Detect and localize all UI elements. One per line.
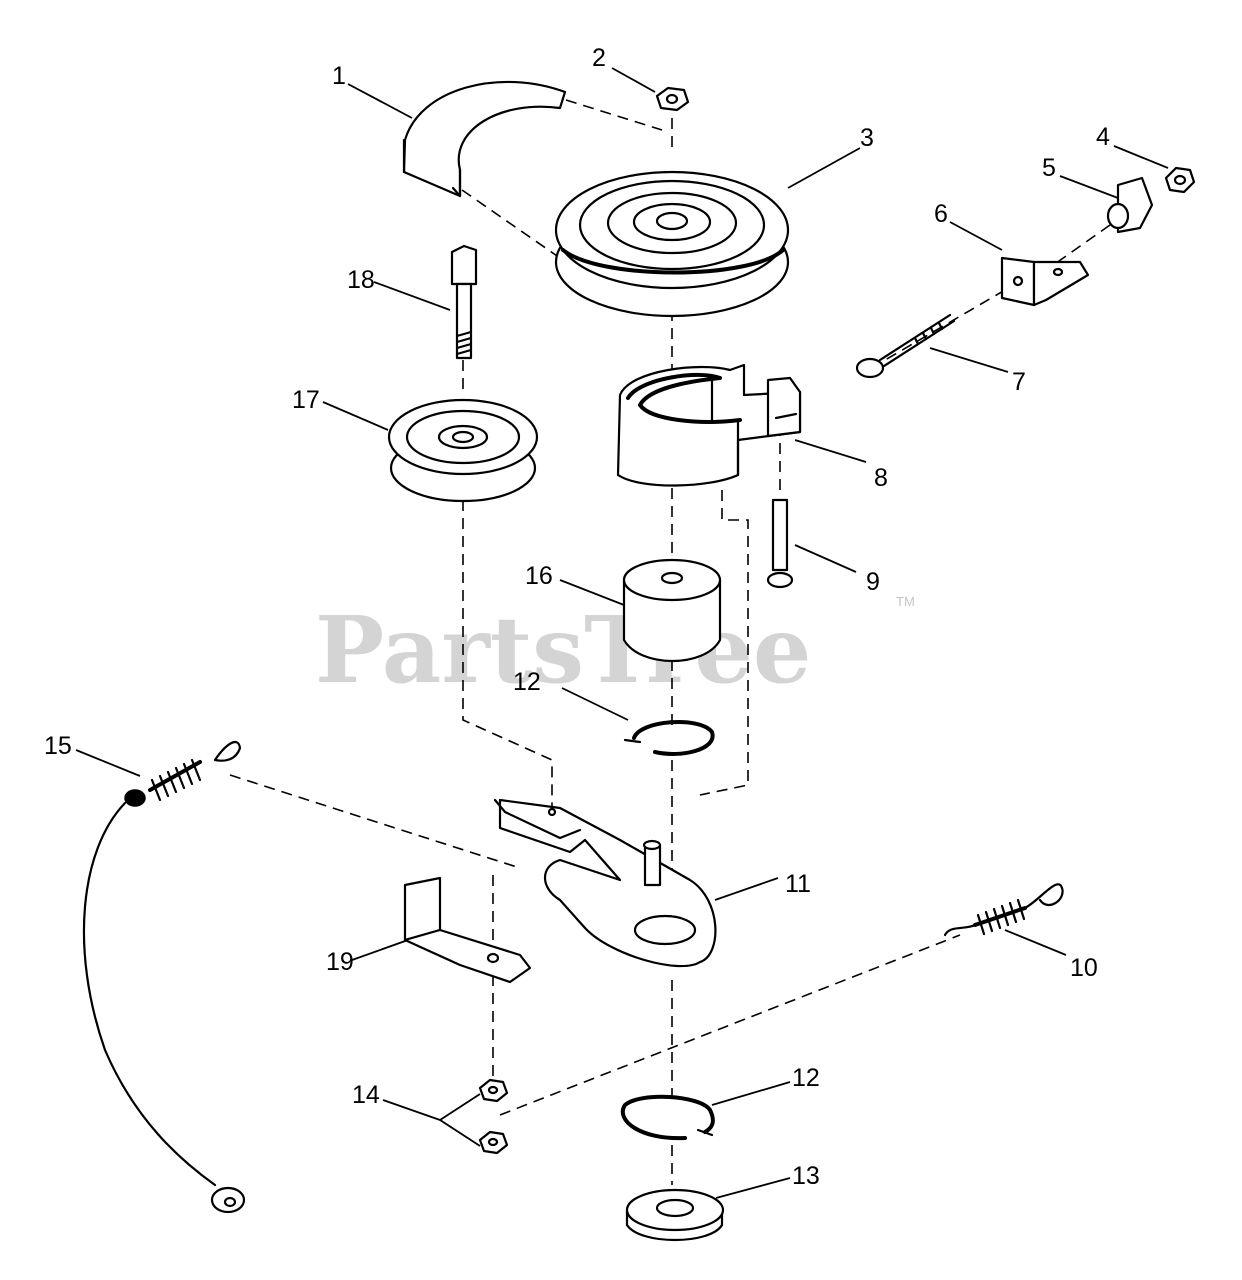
callout-6: 6 — [934, 200, 948, 228]
callout-7: 7 — [1012, 368, 1026, 396]
callout-10: 10 — [1070, 954, 1098, 982]
retaining-ring-upper — [623, 720, 715, 756]
watermark: PartsTree TM — [315, 594, 915, 704]
callout-3: 3 — [860, 124, 874, 152]
small-bracket — [403, 876, 532, 984]
callout-13: 13 — [792, 1162, 820, 1190]
small-pulley — [387, 398, 539, 503]
assembly-lines — [229, 99, 1111, 1185]
eye-bolt — [855, 313, 956, 379]
callout-12-upper: 12 — [513, 668, 541, 696]
cable-spring-assembly — [82, 741, 246, 1214]
angle-bracket — [1000, 256, 1090, 307]
callout-11: 11 — [785, 870, 811, 898]
hex-nuts-14 — [478, 1078, 509, 1155]
extension-spring-10 — [943, 883, 1064, 937]
belt-guard — [402, 80, 567, 198]
bolt-18 — [450, 244, 478, 360]
callout-12-lower: 12 — [792, 1064, 820, 1092]
callout-2: 2 — [592, 44, 606, 72]
callout-8: 8 — [874, 464, 888, 492]
callout-5: 5 — [1042, 154, 1056, 182]
callout-14: 14 — [352, 1081, 380, 1109]
callout-1: 1 — [332, 62, 346, 90]
watermark-trademark: TM — [896, 594, 915, 609]
callout-numbers: 1 2 3 4 5 6 7 8 9 10 11 12 12 13 14 15 1… — [44, 44, 1110, 1190]
callout-17: 17 — [292, 386, 320, 414]
spacer-bushing — [622, 558, 722, 663]
hex-nut-2 — [655, 86, 690, 112]
callout-15: 15 — [44, 732, 72, 760]
idler-bracket — [616, 363, 802, 487]
callout-16: 16 — [525, 562, 553, 590]
lever-plate — [493, 798, 717, 968]
watermark-text: PartsTree — [315, 596, 811, 704]
callout-4: 4 — [1096, 123, 1110, 151]
large-pulley — [554, 170, 790, 318]
bolt-9 — [766, 498, 794, 589]
retaining-ring-lower — [621, 1094, 715, 1141]
callout-19: 19 — [326, 948, 354, 976]
leader-lines — [75, 67, 1169, 1199]
stud-bracket — [1106, 176, 1154, 234]
callout-9: 9 — [866, 568, 880, 596]
washer-13 — [625, 1188, 725, 1241]
hex-nut-4 — [1164, 166, 1196, 194]
callout-18: 18 — [347, 266, 375, 294]
